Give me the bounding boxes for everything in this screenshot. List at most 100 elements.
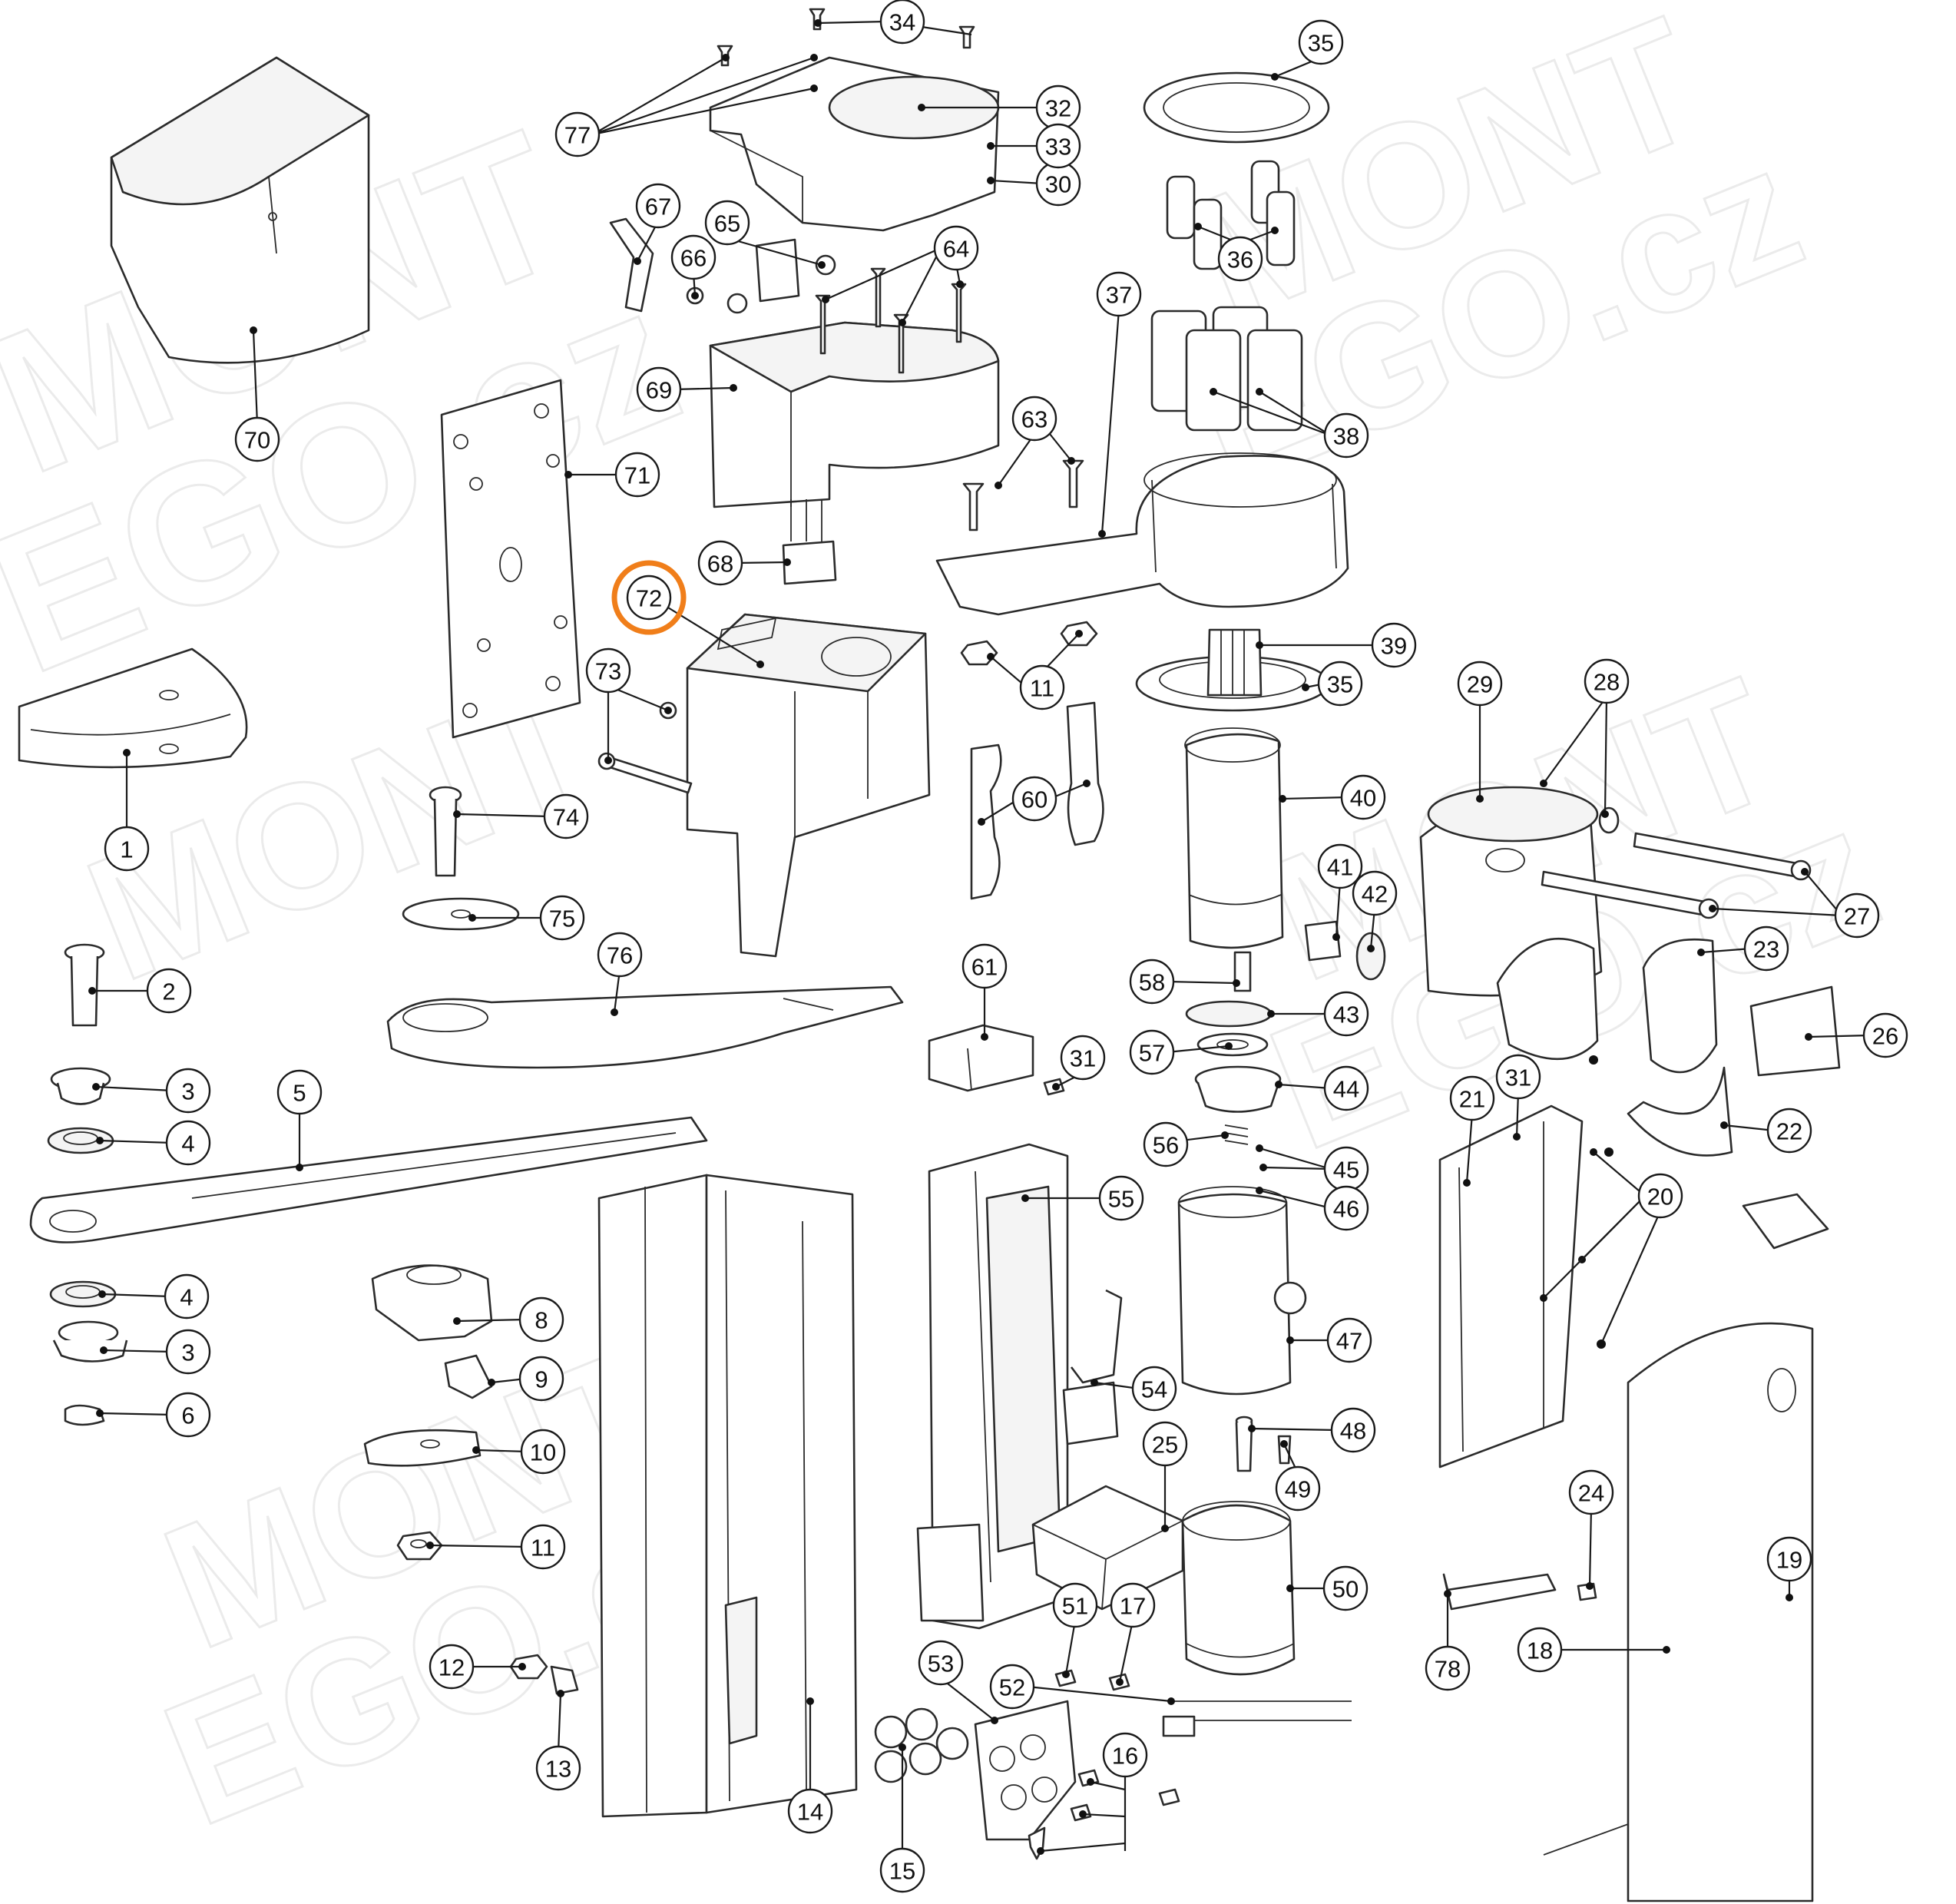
callout-circle bbox=[164, 1273, 210, 1320]
leader-dot bbox=[1194, 223, 1202, 230]
leader-dot bbox=[1052, 1083, 1060, 1091]
callouts: 1234543689101112131415161718192021222324… bbox=[88, 0, 1908, 1893]
callout-circle bbox=[1834, 892, 1880, 939]
callout-55: 55 bbox=[1021, 1175, 1144, 1221]
leader-dot bbox=[1256, 1144, 1263, 1152]
leader-line bbox=[1027, 1685, 1172, 1703]
callout-circle bbox=[626, 575, 672, 621]
part-9-clamp bbox=[444, 1354, 493, 1399]
leader-line bbox=[1543, 696, 1607, 784]
leader-dot bbox=[995, 482, 1002, 489]
callout-77: 77 bbox=[554, 54, 818, 157]
callout-label: 50 bbox=[1332, 1576, 1359, 1603]
leader-line bbox=[1465, 1113, 1474, 1184]
callout-72: 72 bbox=[611, 560, 764, 668]
part-71-mounting-plate bbox=[440, 379, 581, 739]
callout-circle bbox=[1323, 1185, 1369, 1231]
leader-line bbox=[1090, 1780, 1126, 1791]
leader-dot bbox=[987, 177, 995, 184]
callout-71: 71 bbox=[564, 452, 660, 498]
callout-circle bbox=[1637, 1173, 1683, 1219]
callout-3: 3 bbox=[92, 1068, 211, 1114]
leader-dot bbox=[1079, 1810, 1087, 1818]
callout-circle bbox=[520, 1429, 566, 1475]
callout-label: 12 bbox=[439, 1654, 465, 1681]
callout-circle bbox=[429, 1644, 475, 1690]
leader-dot bbox=[518, 1663, 526, 1671]
callout-circle bbox=[1862, 1012, 1908, 1058]
part-64-screws bbox=[815, 267, 967, 374]
callout-circle bbox=[1143, 1121, 1189, 1167]
callout-label: 52 bbox=[999, 1674, 1025, 1701]
part-1-bracket bbox=[18, 647, 248, 769]
callout-14: 14 bbox=[787, 1697, 833, 1834]
part-30-upper-housing bbox=[709, 56, 1000, 232]
leader-line bbox=[456, 813, 551, 818]
callout-circle bbox=[165, 1329, 211, 1375]
callout-label: 39 bbox=[1381, 633, 1407, 660]
callout-circle bbox=[879, 0, 925, 45]
leader-dot bbox=[1332, 933, 1340, 941]
leader-dot bbox=[987, 142, 995, 150]
leader-dot bbox=[123, 749, 131, 757]
callout-18: 18 bbox=[1517, 1627, 1670, 1673]
callout-label: 4 bbox=[180, 1284, 193, 1311]
highlight-ring bbox=[611, 560, 687, 635]
part-26-clip bbox=[1749, 985, 1841, 1077]
callout-label: 67 bbox=[645, 194, 671, 220]
leader-dot bbox=[756, 661, 764, 668]
callout-label: 31 bbox=[1070, 1045, 1096, 1072]
part-52-wiring bbox=[1162, 1700, 1352, 1737]
leader-dot bbox=[1540, 780, 1547, 787]
callout-circle bbox=[1457, 661, 1503, 707]
callout-52: 52 bbox=[989, 1664, 1175, 1710]
callout-circle bbox=[1060, 1035, 1106, 1081]
callout-label: 11 bbox=[531, 1535, 555, 1561]
callout-label: 13 bbox=[545, 1756, 571, 1783]
leader-line bbox=[1064, 1620, 1077, 1675]
callout-circle bbox=[518, 1356, 564, 1402]
part-34-screws bbox=[717, 8, 975, 67]
callout-1: 1 bbox=[104, 749, 150, 872]
callout-circle bbox=[1449, 1075, 1495, 1121]
callout-circle bbox=[1052, 1582, 1098, 1628]
leader-dot bbox=[1083, 780, 1091, 787]
leader-line bbox=[735, 561, 788, 565]
callout-50: 50 bbox=[1286, 1565, 1369, 1611]
callout-33: 33 bbox=[987, 123, 1081, 169]
leader-dot bbox=[814, 19, 822, 27]
callout-circle bbox=[1326, 1317, 1372, 1363]
leader-dot bbox=[1256, 641, 1263, 649]
callout-label: 31 bbox=[1505, 1065, 1531, 1091]
part-74-pin bbox=[429, 786, 462, 877]
leader-dot bbox=[1233, 979, 1240, 987]
leader-dot bbox=[899, 1743, 906, 1751]
callout-label: 51 bbox=[1062, 1593, 1088, 1620]
part-53-cable-plate bbox=[974, 1700, 1077, 1841]
callout-label: 2 bbox=[162, 978, 175, 1005]
leader-dot bbox=[1271, 227, 1279, 234]
leader-line bbox=[1259, 1147, 1332, 1171]
callout-circle bbox=[933, 225, 979, 271]
part-19-terminal bbox=[1742, 1193, 1829, 1250]
leader-line bbox=[1040, 1842, 1126, 1853]
part-61-holder bbox=[928, 1024, 1034, 1092]
leader-line bbox=[557, 1693, 562, 1753]
part-57-ring bbox=[1196, 1032, 1269, 1057]
callout-label: 47 bbox=[1336, 1328, 1362, 1355]
callout-6: 6 bbox=[96, 1392, 211, 1438]
leader-dot bbox=[1225, 1042, 1233, 1050]
leader-dot bbox=[1590, 1148, 1597, 1156]
part-47-cylinder bbox=[1177, 1186, 1307, 1396]
callout-10: 10 bbox=[472, 1429, 566, 1475]
leader-line bbox=[1213, 390, 1332, 437]
leader-dot bbox=[1801, 868, 1809, 876]
callout-57: 57 bbox=[1129, 1029, 1233, 1075]
callout-label: 66 bbox=[680, 245, 707, 272]
callout-label: 25 bbox=[1152, 1432, 1178, 1459]
callout-circle bbox=[1322, 1565, 1369, 1611]
part-60-gaskets bbox=[970, 701, 1104, 900]
callout-31: 31 bbox=[1495, 1054, 1541, 1141]
part-76-arm bbox=[386, 985, 904, 1069]
callout-47: 47 bbox=[1286, 1317, 1372, 1363]
